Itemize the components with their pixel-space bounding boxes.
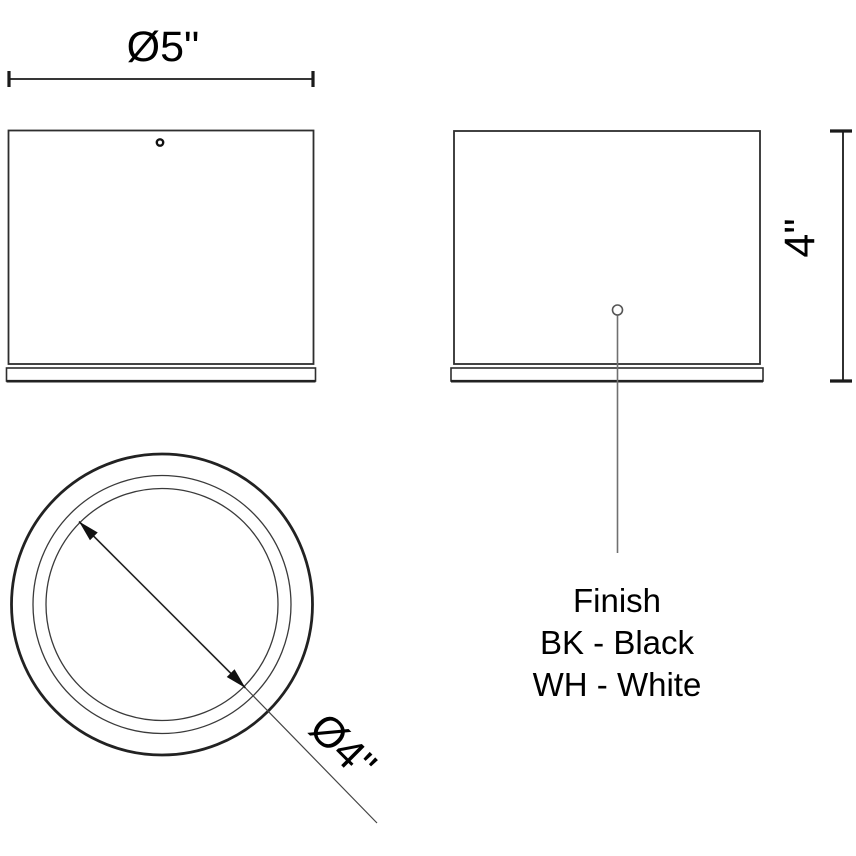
- finish-callout-point: [611, 304, 624, 316]
- front-diameter-label: Ø5": [127, 23, 200, 71]
- bottom-inner-ring-inner: [45, 487, 279, 722]
- front-width-dimension-line: [7, 71, 315, 87]
- front-body-outline: [7, 129, 315, 365]
- front-view: Ø5": [5, 23, 317, 383]
- finish-option-black: BK - Black: [540, 624, 695, 661]
- side-trim-band: [450, 367, 764, 382]
- height-dimension-line: [830, 129, 852, 383]
- bottom-diameter-label: Ø4": [300, 704, 385, 789]
- front-pinhole: [155, 138, 165, 147]
- diameter-leader-extension: [245, 687, 378, 824]
- diameter-dimension-line: [78, 520, 247, 689]
- front-trim-band: [5, 367, 317, 382]
- bottom-outer-rim: [10, 452, 314, 757]
- side-view: 4": [450, 129, 852, 553]
- finish-option-white: WH - White: [533, 666, 702, 703]
- arrowhead-lower-right: [226, 669, 246, 688]
- arrowhead-upper-left: [79, 521, 98, 541]
- finish-legend: Finish BK - Black WH - White: [533, 582, 702, 703]
- side-body-outline: [453, 130, 761, 365]
- side-height-label: 4": [776, 218, 824, 257]
- bottom-inner-ring-outer: [32, 474, 292, 735]
- finish-heading: Finish: [573, 582, 661, 619]
- bottom-view: Ø4": [10, 452, 385, 824]
